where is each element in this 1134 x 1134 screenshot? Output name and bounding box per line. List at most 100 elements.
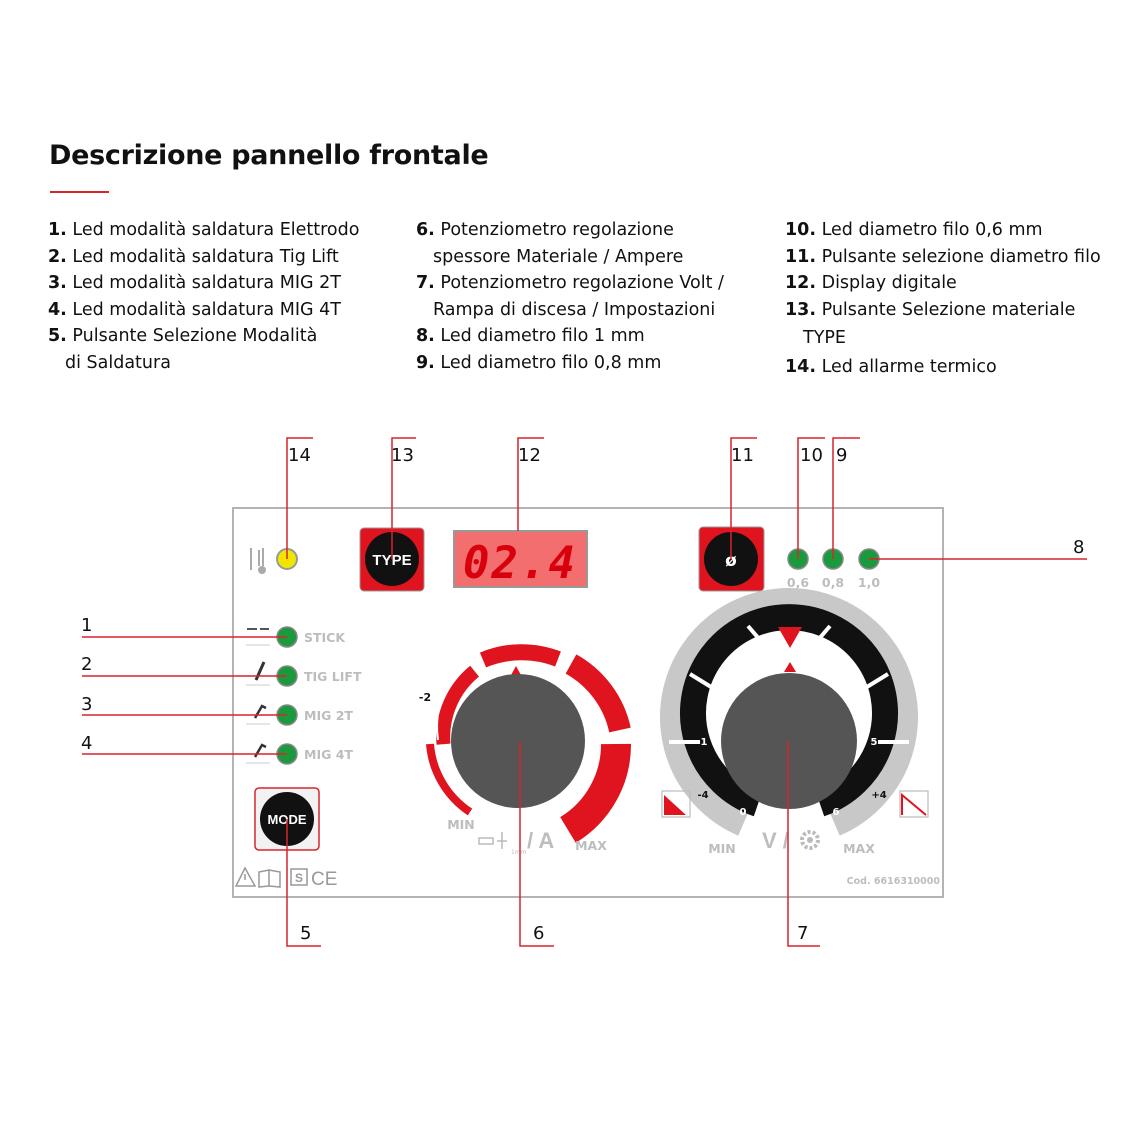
current-scale-mark: -2 (419, 691, 431, 704)
tig-torch-icon (246, 661, 270, 686)
mig-4t-icon (246, 743, 270, 764)
current-dial[interactable]: -2 (419, 644, 632, 843)
callout-12: 12 (518, 445, 541, 466)
legend-number: 6. (416, 220, 435, 240)
mig-2t-icon (246, 704, 270, 725)
callout-3: 3 (81, 694, 92, 715)
legend-number: 11. (785, 246, 817, 267)
legend-number: 14. (785, 356, 817, 377)
legend-number: 1. (48, 220, 67, 240)
wire-button-label: ø (725, 551, 737, 571)
legend-item: 9. Led diametro filo 0,8 mm (416, 350, 724, 377)
svg-text:S: S (295, 871, 303, 885)
thickness-unit-label: 1mm (511, 849, 527, 856)
legend-item: 4. Led modalità saldatura MIG 4T (48, 297, 359, 324)
legend-text: Display digitale (821, 273, 957, 294)
legend-continuation: Rampa di discesa / Impostazioni (433, 299, 716, 320)
legend-number: 12. (785, 273, 817, 294)
legend-number: 4. (48, 299, 67, 320)
mig-2t-label: MIG 2T (304, 708, 353, 723)
ce-mark-icon: CE (311, 869, 337, 890)
legend-text: Potenziometro regolazione Volt / (440, 273, 724, 294)
legend-item: 10. Led diametro filo 0,6 mm (785, 217, 1101, 244)
callout-9: 9 (836, 445, 847, 466)
tig-lift-label: TIG LIFT (304, 669, 362, 684)
legend-number: 3. (48, 273, 67, 294)
voltage-unit-label: V / (762, 828, 789, 853)
thickness-icon (478, 832, 507, 849)
voltage-tick-4: 4 (847, 678, 854, 689)
wire-label-0-8: 0,8 (822, 575, 844, 590)
ramp-down-right-icon (899, 790, 929, 818)
legend-number: 7. (416, 273, 435, 294)
legend-text: Led modalità saldatura Tig Lift (72, 246, 339, 267)
callout-8: 8 (1073, 537, 1084, 558)
legend-column-3: 10. Led diametro filo 0,6 mm 11. Pulsant… (785, 217, 1101, 381)
callout-14: 14 (288, 445, 311, 466)
legend-text: Led modalità saldatura MIG 2T (72, 273, 341, 294)
callout-7: 7 (797, 923, 808, 944)
legend-item: 13. Pulsante Selezione materiale (785, 297, 1101, 324)
title-underline (50, 191, 109, 193)
legend-item: 6. Potenziometro regolazione (416, 217, 724, 244)
legend-item: 1. Led modalità saldatura Elettrodo (48, 217, 359, 244)
s-mark-icon: S (290, 868, 308, 886)
legend-item: 3. Led modalità saldatura MIG 2T (48, 270, 359, 297)
callout-11: 11 (731, 445, 754, 466)
voltage-max-label: MAX (843, 841, 875, 856)
wire-label-0-6: 0,6 (787, 575, 809, 590)
legend-item: 5. Pulsante Selezione Modalità (48, 323, 359, 350)
legend-item: 7. Potenziometro regolazione Volt / (416, 270, 724, 297)
legend-number: 13. (785, 299, 817, 320)
current-knob[interactable] (451, 674, 585, 808)
legend-continuation: spessore Materiale / Ampere (433, 246, 684, 267)
settings-gear-icon (800, 830, 820, 850)
voltage-knob[interactable] (721, 673, 857, 809)
legend-item: 14. Led allarme termico (785, 354, 1101, 381)
voltage-tick-plus4: +4 (871, 790, 886, 801)
mig-4t-label: MIG 4T (304, 747, 353, 762)
current-min-label: MIN (447, 817, 475, 832)
legend-item: 12. Display digitale (785, 270, 1101, 297)
legend-text: Led diametro filo 0,8 mm (440, 352, 662, 373)
legend-continuation: di Saldatura (65, 352, 171, 373)
callout-1: 1 (81, 615, 92, 636)
callout-lines (82, 437, 1087, 947)
legend-number: 9. (416, 352, 435, 373)
legend-item: 2. Led modalità saldatura Tig Lift (48, 244, 359, 271)
voltage-tick-3: 3 (787, 652, 794, 663)
product-code: Cod. 6616310000 (847, 876, 941, 887)
current-max-label: MAX (575, 838, 607, 853)
legend-text: Led modalità saldatura MIG 4T (72, 299, 341, 320)
voltage-tick-minus2: -2 (691, 693, 702, 704)
thermometer-icon (250, 548, 266, 574)
legend-text: Led diametro filo 1 mm (440, 326, 645, 347)
manual-icon (258, 869, 281, 888)
legend-number: 5. (48, 326, 67, 347)
page-title: Descrizione pannello frontale (49, 140, 489, 171)
legend-text: Pulsante selezione diametro filo (821, 246, 1101, 267)
legend-continuation: TYPE (803, 328, 846, 349)
callout-13: 13 (391, 445, 414, 466)
voltage-tick-5: 5 (871, 737, 878, 748)
voltage-tick-minus4: -4 (697, 790, 708, 801)
voltage-tick-0: 0 (740, 807, 747, 818)
voltage-tick-plus2: +2 (876, 692, 891, 703)
stick-label: STICK (304, 630, 346, 645)
current-unit-label: / A (527, 828, 554, 853)
voltage-tick-2: 2 (727, 678, 734, 689)
voltage-tick-6: 6 (833, 807, 840, 818)
voltage-dial[interactable]: -4 0 1 -2 2 3 4 +2 5 6 +4 (660, 588, 918, 836)
stick-icon (246, 628, 270, 646)
legend-item: 11. Pulsante selezione diametro filo (785, 244, 1101, 271)
wire-label-1-0: 1,0 (858, 575, 880, 590)
type-button-label: TYPE (372, 552, 411, 569)
legend-text: Potenziometro regolazione (440, 220, 674, 240)
legend-text: Led allarme termico (821, 356, 997, 377)
callout-10: 10 (800, 445, 823, 466)
legend-column-2: 6. Potenziometro regolazione spessore Ma… (416, 217, 724, 377)
legend-item: 8. Led diametro filo 1 mm (416, 323, 724, 350)
callout-4: 4 (81, 733, 92, 754)
legend-text: Pulsante Selezione materiale (821, 299, 1076, 320)
